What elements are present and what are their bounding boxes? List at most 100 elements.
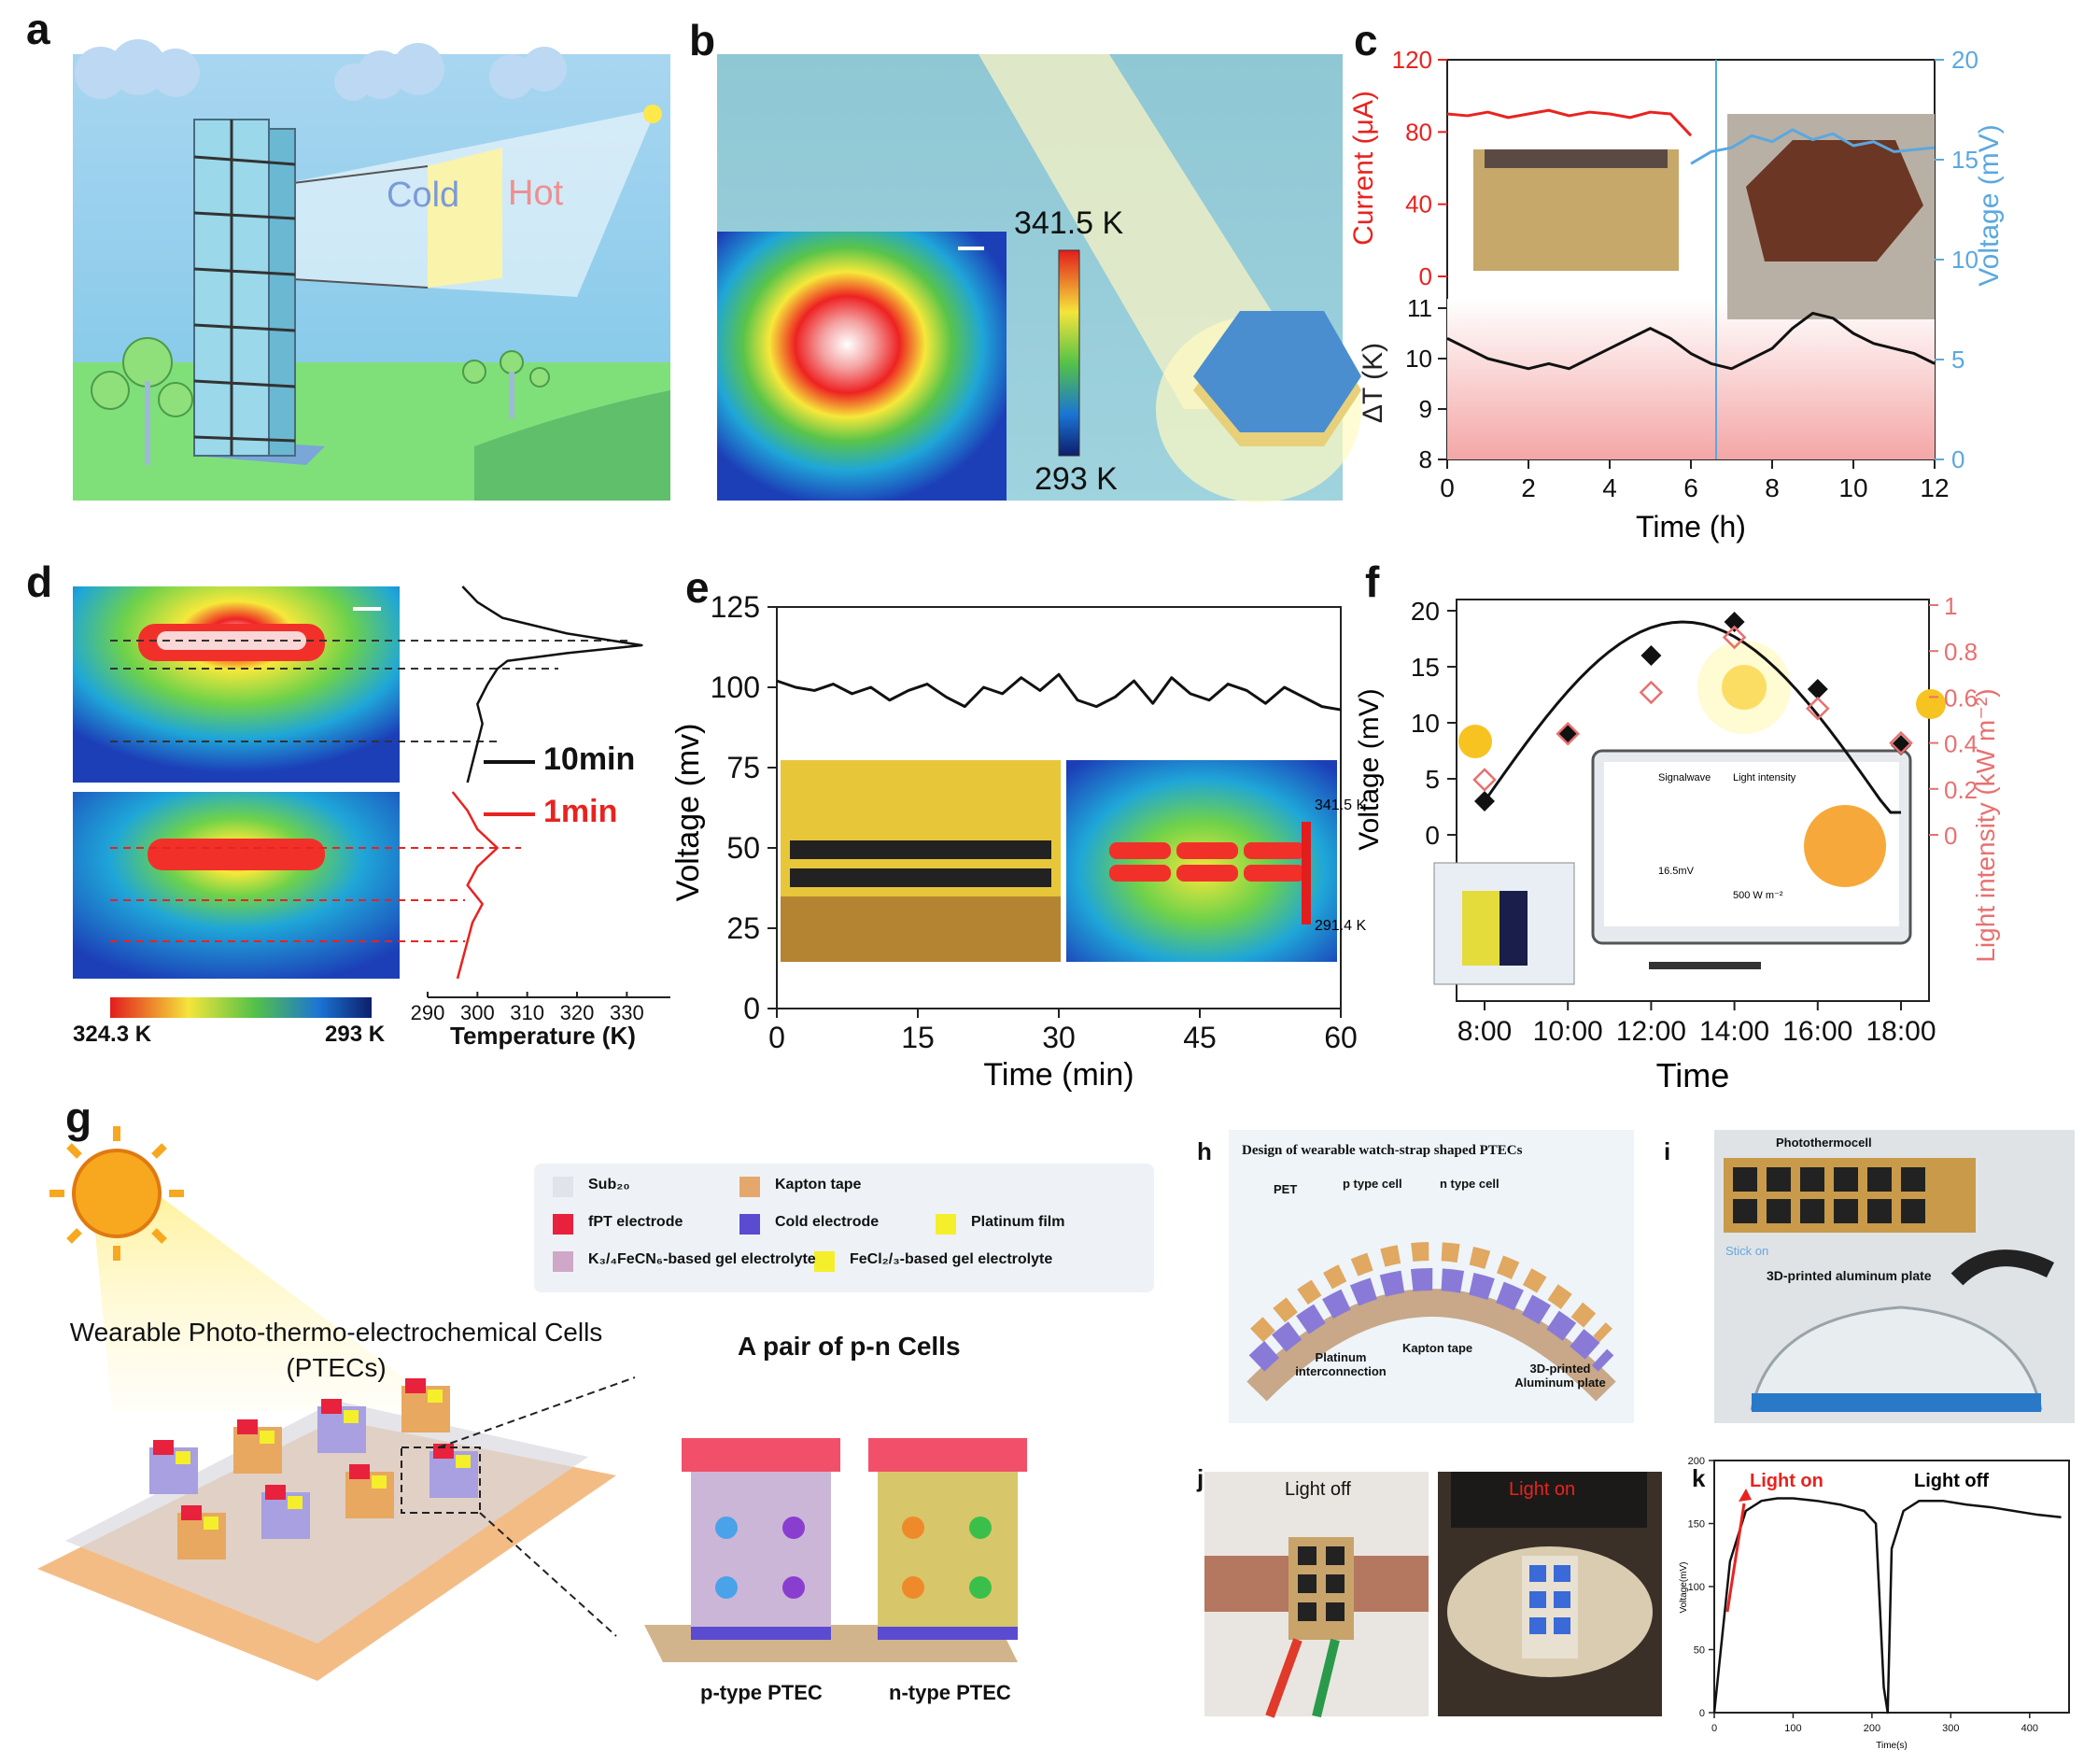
g-cell-electrode xyxy=(405,1378,426,1393)
k-y-label: Voltage(mV) xyxy=(1679,1561,1689,1613)
y-right-tick-label: 20 xyxy=(1951,46,1978,74)
g-cell-platinum xyxy=(372,1475,387,1489)
panel-label-j: j xyxy=(1197,1464,1204,1492)
y-tick-label: 50 xyxy=(726,831,760,865)
d-scale-min: 293 K xyxy=(325,1022,386,1047)
panel-j-off: Light off xyxy=(1204,1472,1429,1718)
y-lower-tick-label: 9 xyxy=(1419,395,1432,423)
g-p-type-label: p-type PTEC xyxy=(700,1681,823,1704)
x-tick-label: 100 xyxy=(1784,1723,1801,1734)
d-1min-profile xyxy=(451,791,499,980)
f-screen-light: 500 W m⁻² xyxy=(1733,890,1783,901)
y-lower-tick-label: 8 xyxy=(1419,445,1432,473)
n-type-cell xyxy=(878,1466,1018,1634)
x-tick-label: 4 xyxy=(1602,473,1617,502)
k-voltage-series xyxy=(1712,1497,2062,1715)
y-tick-label: 0 xyxy=(743,992,760,1025)
panel-i: Photothermocell Stick on 3D-printed alum… xyxy=(1714,1130,2075,1423)
g-title: Wearable Photo-thermo-electrochemical Ce… xyxy=(69,1318,603,1382)
c-x-label: Time (h) xyxy=(1636,510,1746,543)
y-tick-label: 150 xyxy=(1688,1519,1705,1531)
g-cell-platinum xyxy=(260,1431,275,1444)
g-cell-electrode xyxy=(349,1464,370,1479)
g-cell-electrode xyxy=(153,1440,174,1455)
panel-label-g: g xyxy=(65,1094,92,1142)
c-y-left-label: Current (μA) xyxy=(1348,91,1379,246)
g-legend-item: Cold electrode xyxy=(775,1214,880,1230)
panel-f-chart: Signalwave Light intensity 16.5mV 500 W … xyxy=(1354,592,2000,1094)
c-y-right-label: Voltage (mV) xyxy=(1974,124,2005,286)
d-10min-profile xyxy=(461,586,643,783)
cold-label: Cold xyxy=(387,176,460,215)
y-right-tick-label: 15 xyxy=(1951,146,1978,174)
y-tick-label: 75 xyxy=(726,751,760,784)
f-light-point xyxy=(1556,721,1580,746)
k-light-off: Light off xyxy=(1914,1471,1989,1491)
x-tick-label: 0 xyxy=(768,1021,785,1054)
y-tick-label: 125 xyxy=(711,590,760,624)
g-cell-platinum xyxy=(176,1451,190,1464)
x-tick-label: 2 xyxy=(1521,473,1536,502)
y-tick-label: 0 xyxy=(1699,1708,1705,1719)
f-screen-title-2: Light intensity xyxy=(1733,772,1796,783)
y-tick-label: 0 xyxy=(1425,821,1440,850)
b-scale-min: 293 K xyxy=(1035,461,1118,497)
y-right-tick-label: 0.4 xyxy=(1944,730,1978,758)
g-legend-item: fPT electrode xyxy=(588,1214,683,1230)
y-tick-label: 20 xyxy=(1411,597,1440,626)
x-tick-label: 6 xyxy=(1683,473,1698,502)
i-plate: 3D-printed aluminum plate xyxy=(1767,1268,1932,1283)
x-tick-label: 45 xyxy=(1183,1021,1217,1054)
b-scale-max: 341.5 K xyxy=(1014,205,1124,241)
e-y-label: Voltage (mv) xyxy=(670,724,706,902)
g-cell-electrode xyxy=(237,1419,258,1434)
x-tick-label: 0 xyxy=(1711,1723,1717,1734)
x-tick-label: 320 xyxy=(560,1001,595,1024)
f-voltage-point xyxy=(1807,679,1828,699)
x-tick-label: 30 xyxy=(1042,1021,1076,1054)
f-voltage-point xyxy=(1474,791,1495,811)
y-tick-label: 10 xyxy=(1411,709,1440,738)
g-cell-platinum xyxy=(456,1455,471,1468)
x-tick-label: 310 xyxy=(510,1001,544,1024)
x-tick-label: 400 xyxy=(2021,1723,2038,1734)
x-tick-label: 10:00 xyxy=(1533,1016,1603,1047)
panel-h: Design of wearable watch-strap shaped PT… xyxy=(1229,1130,1634,1423)
g-legend-item: FeCl₂/₃-based gel electrolyte xyxy=(850,1251,1053,1267)
c-photo-left xyxy=(1473,149,1679,271)
e-ir-min: 291.4 K xyxy=(1315,918,1366,934)
y-tick-label: 100 xyxy=(711,670,760,704)
panel-a-illustration: Cold Hot xyxy=(73,39,670,501)
x-tick-label: 200 xyxy=(1864,1723,1880,1734)
x-tick-label: 330 xyxy=(610,1001,644,1024)
y-tick-label: 50 xyxy=(1694,1645,1705,1657)
d-legend-10min: 10min xyxy=(543,741,636,777)
y-right-tick-label: 0 xyxy=(1951,445,1964,473)
y-left-tick-label: 0 xyxy=(1419,262,1432,290)
g-legend-item: Platinum film xyxy=(971,1214,1065,1230)
x-tick-label: 300 xyxy=(460,1001,495,1024)
f-light-point xyxy=(1722,625,1747,650)
panel-label-b: b xyxy=(689,16,716,64)
j-light-off: Light off xyxy=(1285,1479,1351,1500)
f-light-point xyxy=(1889,730,1913,755)
e-voltage-series xyxy=(776,672,1342,712)
f-voltage-point xyxy=(1640,645,1662,666)
y-right-tick-label: 0.6 xyxy=(1944,684,1978,712)
g-pair-title: A pair of p-n Cells xyxy=(738,1332,961,1361)
panel-label-i: i xyxy=(1664,1137,1671,1165)
voltage-series xyxy=(1690,128,1936,165)
g-cell-electrode xyxy=(181,1505,202,1520)
x-tick-label: 60 xyxy=(1324,1021,1358,1054)
x-tick-label: 8:00 xyxy=(1457,1016,1512,1047)
x-tick-label: 18:00 xyxy=(1866,1016,1936,1047)
g-cell-platinum xyxy=(428,1390,443,1403)
e-x-label: Time (min) xyxy=(983,1057,1133,1093)
sun-icon xyxy=(1458,641,1946,758)
y-right-tick-label: 10 xyxy=(1951,246,1978,274)
panel-b-illustration: 341.5 K 293 K xyxy=(717,54,1361,502)
